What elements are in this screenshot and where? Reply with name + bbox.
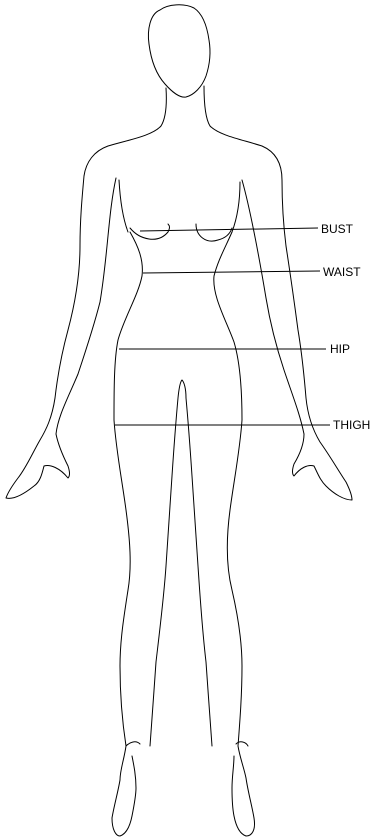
right-side-outline xyxy=(204,86,352,500)
left-bust-curve xyxy=(130,224,170,239)
measurement-guides: BUST WAIST HIP THIGH xyxy=(115,222,370,432)
waist-line xyxy=(143,271,320,273)
left-ankle-detail xyxy=(126,742,140,746)
bust-line xyxy=(140,228,318,231)
right-bust-curve xyxy=(196,224,232,241)
inner-legs-outline xyxy=(150,380,212,746)
thigh-label: THIGH xyxy=(333,418,370,432)
bust-label: BUST xyxy=(321,222,354,236)
waist-label: WAIST xyxy=(323,265,361,279)
right-arm-inner-outline xyxy=(232,182,240,232)
head-outline xyxy=(148,5,210,97)
body-outline xyxy=(6,5,352,836)
hip-label: HIP xyxy=(330,342,350,356)
right-torso-leg-outline xyxy=(214,232,255,836)
left-arm-inner-outline xyxy=(119,180,128,232)
left-side-outline xyxy=(6,88,166,498)
